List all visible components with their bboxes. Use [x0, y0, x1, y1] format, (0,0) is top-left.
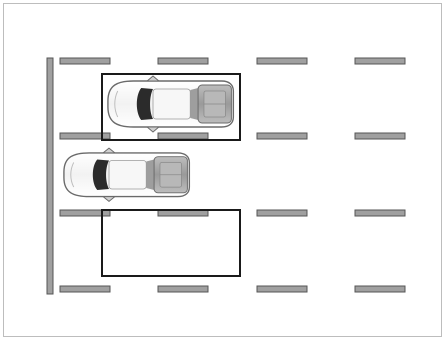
parking-line: [354, 132, 406, 140]
parking-line: [59, 209, 111, 217]
maneuvering-car: [63, 147, 191, 203]
parking-line: [354, 285, 406, 293]
diagram-frame: [3, 3, 442, 337]
occupied-space-highlight: [101, 73, 241, 141]
parking-line: [256, 209, 308, 217]
curb: [46, 57, 54, 295]
parking-line: [157, 285, 209, 293]
parking-line: [59, 285, 111, 293]
lot-lines-row-4: [59, 285, 406, 293]
parking-line: [59, 57, 111, 65]
parking-line: [157, 132, 209, 140]
parking-line: [354, 209, 406, 217]
parked-car: [107, 75, 235, 133]
lot-lines-row-1: [59, 57, 406, 65]
parking-line: [256, 132, 308, 140]
lot-lines-row-3: [59, 209, 406, 217]
parking-line: [157, 57, 209, 65]
parking-line: [256, 57, 308, 65]
parking-line: [59, 132, 111, 140]
parking-line: [256, 285, 308, 293]
target-space-highlight: [101, 209, 241, 277]
lot-lines-row-2: [59, 132, 406, 140]
parking-line: [354, 57, 406, 65]
